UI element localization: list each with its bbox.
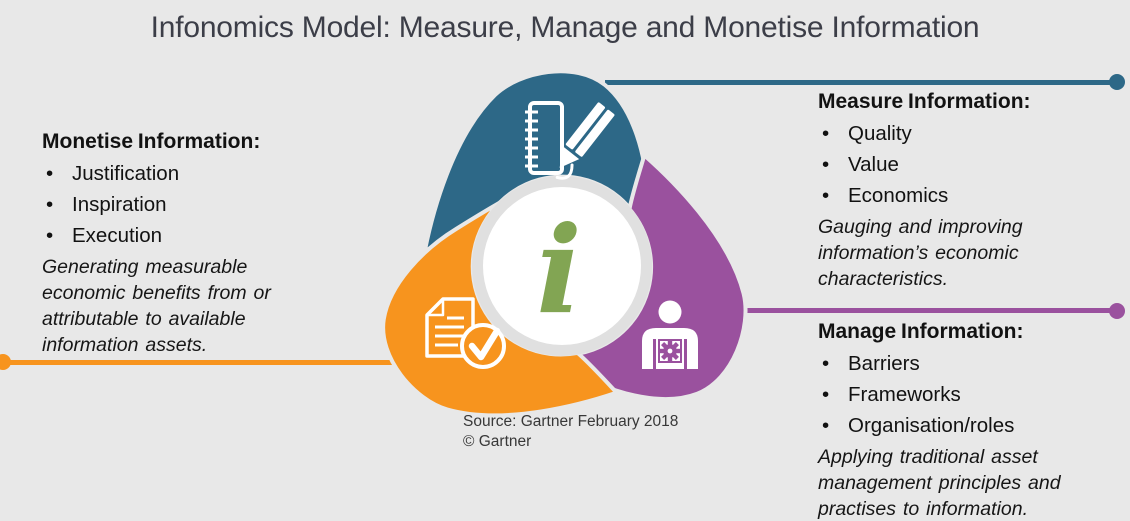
pinwheel-graphic: i [380, 69, 748, 417]
manage-bullet-organisation: Organisation/roles [818, 410, 1128, 441]
ruler-pencil-icon [525, 101, 615, 180]
measure-bullet-value: Value [818, 149, 1118, 180]
measure-bullet-quality: Quality [818, 118, 1118, 149]
monetise-heading: Monetise Information: [42, 130, 261, 153]
manage-bullet-barriers: Barriers [818, 348, 1128, 379]
measure-heading: Measure Information: [818, 90, 1031, 113]
measure-connector-line [605, 80, 1122, 85]
manage-heading: Manage Information: [818, 320, 1024, 343]
document-check-icon [425, 297, 506, 369]
measure-bullets: Quality Value Economics [818, 118, 1118, 211]
info-symbol: i [536, 200, 582, 341]
source-line: Source: Gartner February 2018 [463, 413, 679, 430]
measure-description: Gauging and improving information’s econ… [818, 216, 1023, 290]
monetise-bullet-execution: Execution [42, 220, 352, 251]
monetise-bullet-justification: Justification [42, 158, 352, 189]
diagram-title: Infonomics Model: Measure, Manage and Mo… [150, 11, 980, 44]
source-attribution: Source: Gartner February 2018 © Gartner [463, 412, 678, 452]
measure-section: Measure Information: Quality Value Econo… [818, 90, 1118, 292]
measure-connector-dot [1109, 74, 1125, 90]
monetise-description: Generating measurable economic benefits … [42, 256, 271, 356]
measure-bullet-economics: Economics [818, 180, 1118, 211]
manage-section: Manage Information: Barriers Frameworks … [818, 320, 1128, 521]
manage-description: Applying traditional asset management pr… [818, 446, 1061, 520]
monetise-connector-line [0, 360, 400, 365]
manage-connector-line [718, 308, 1122, 313]
manage-bullet-frameworks: Frameworks [818, 379, 1128, 410]
monetise-bullets: Justification Inspiration Execution [42, 158, 352, 251]
monetise-bullet-inspiration: Inspiration [42, 189, 352, 220]
manage-connector-dot [1109, 303, 1125, 319]
manage-bullets: Barriers Frameworks Organisation/roles [818, 348, 1128, 441]
person-gear-icon [642, 300, 698, 369]
copyright-line: © Gartner [463, 433, 532, 450]
monetise-section: Monetise Information: Justification Insp… [42, 130, 352, 358]
monetise-connector-dot [0, 354, 11, 370]
center-circle [483, 187, 641, 345]
